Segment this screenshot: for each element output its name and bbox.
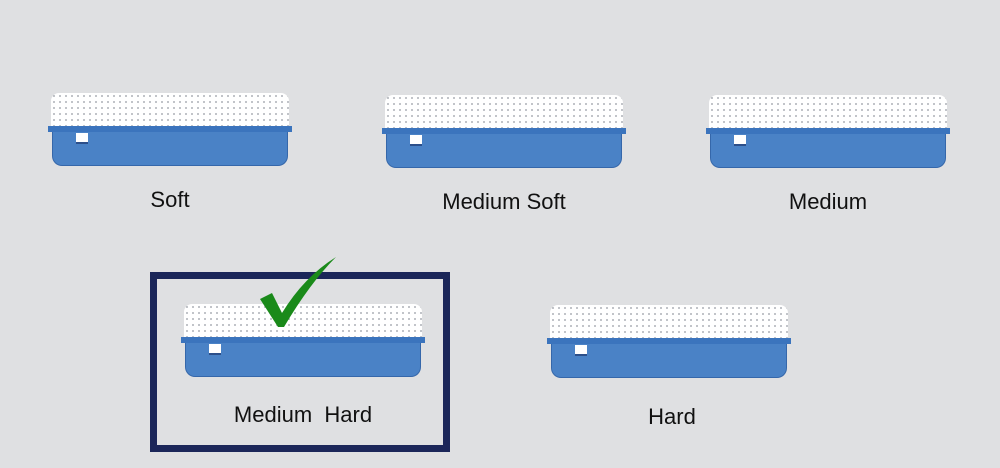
option-soft[interactable]: Soft xyxy=(48,93,292,212)
option-label: Medium Soft xyxy=(442,189,566,214)
option-label: Medium Hard xyxy=(233,402,373,427)
mattress-icon xyxy=(48,93,292,167)
checkmark-icon xyxy=(260,257,336,327)
mattress-icon xyxy=(382,95,626,169)
selected-frame xyxy=(150,272,450,452)
mattress-icon xyxy=(706,95,950,169)
mattress-icon xyxy=(547,305,791,379)
option-hard[interactable]: Hard xyxy=(547,305,791,429)
option-medium[interactable]: Medium xyxy=(706,95,950,214)
option-medium-soft[interactable]: Medium Soft xyxy=(382,95,626,214)
option-medium-hard[interactable]: Medium Hard xyxy=(181,304,425,427)
option-label: Medium xyxy=(788,189,868,214)
option-label: Hard xyxy=(648,404,696,429)
mattress-icon xyxy=(181,304,425,378)
option-label: Soft xyxy=(150,187,190,212)
